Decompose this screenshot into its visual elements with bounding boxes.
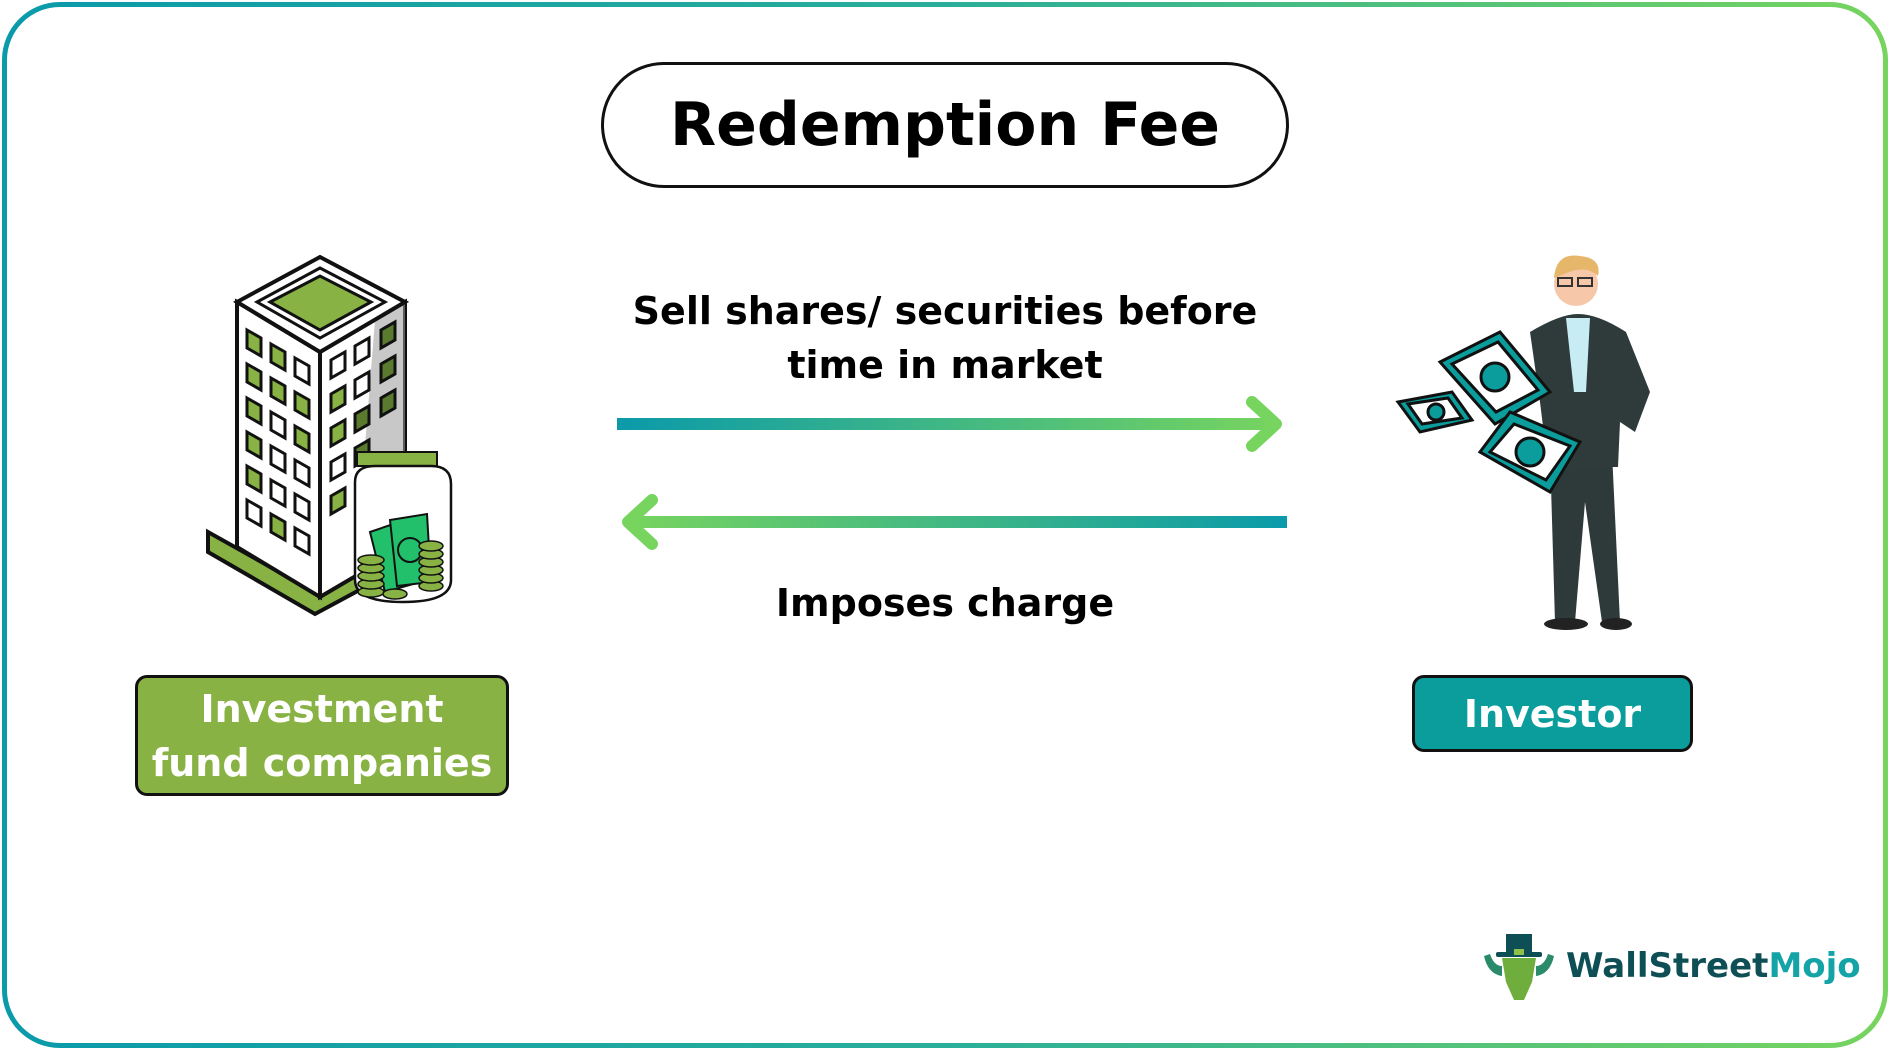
- wallstreetmojo-bull-logo-icon: [1484, 934, 1554, 1000]
- title-pill: Redemption Fee: [601, 62, 1289, 188]
- entity-label-line2: fund companies: [151, 740, 493, 785]
- logo-text-wallstreet: WallStreet: [1566, 946, 1769, 986]
- page-title: Redemption Fee: [669, 90, 1221, 160]
- arrow-right-icon: [617, 396, 1282, 452]
- flow-label-sell: Sell shares/ securities before time in m…: [600, 284, 1290, 392]
- businessman-with-banknotes-icon: [1395, 255, 1650, 630]
- flow-label-charge: Imposes charge: [775, 581, 1115, 625]
- arrow-left-icon: [622, 494, 1287, 550]
- flow-label-sell-line1: Sell shares/ securities before: [632, 289, 1258, 333]
- flow-label-sell-line2: time in market: [787, 343, 1103, 387]
- entity-label-fund-companies: Investment fund companies: [135, 675, 509, 796]
- office-building-money-jar-icon: [206, 254, 453, 617]
- wallstreetmojo-logo: WallStreetMojo: [1480, 930, 1861, 1002]
- entity-label-investor: Investor: [1412, 675, 1693, 752]
- entity-label-line1: Investment: [200, 686, 444, 731]
- logo-text-mojo: Mojo: [1768, 946, 1861, 986]
